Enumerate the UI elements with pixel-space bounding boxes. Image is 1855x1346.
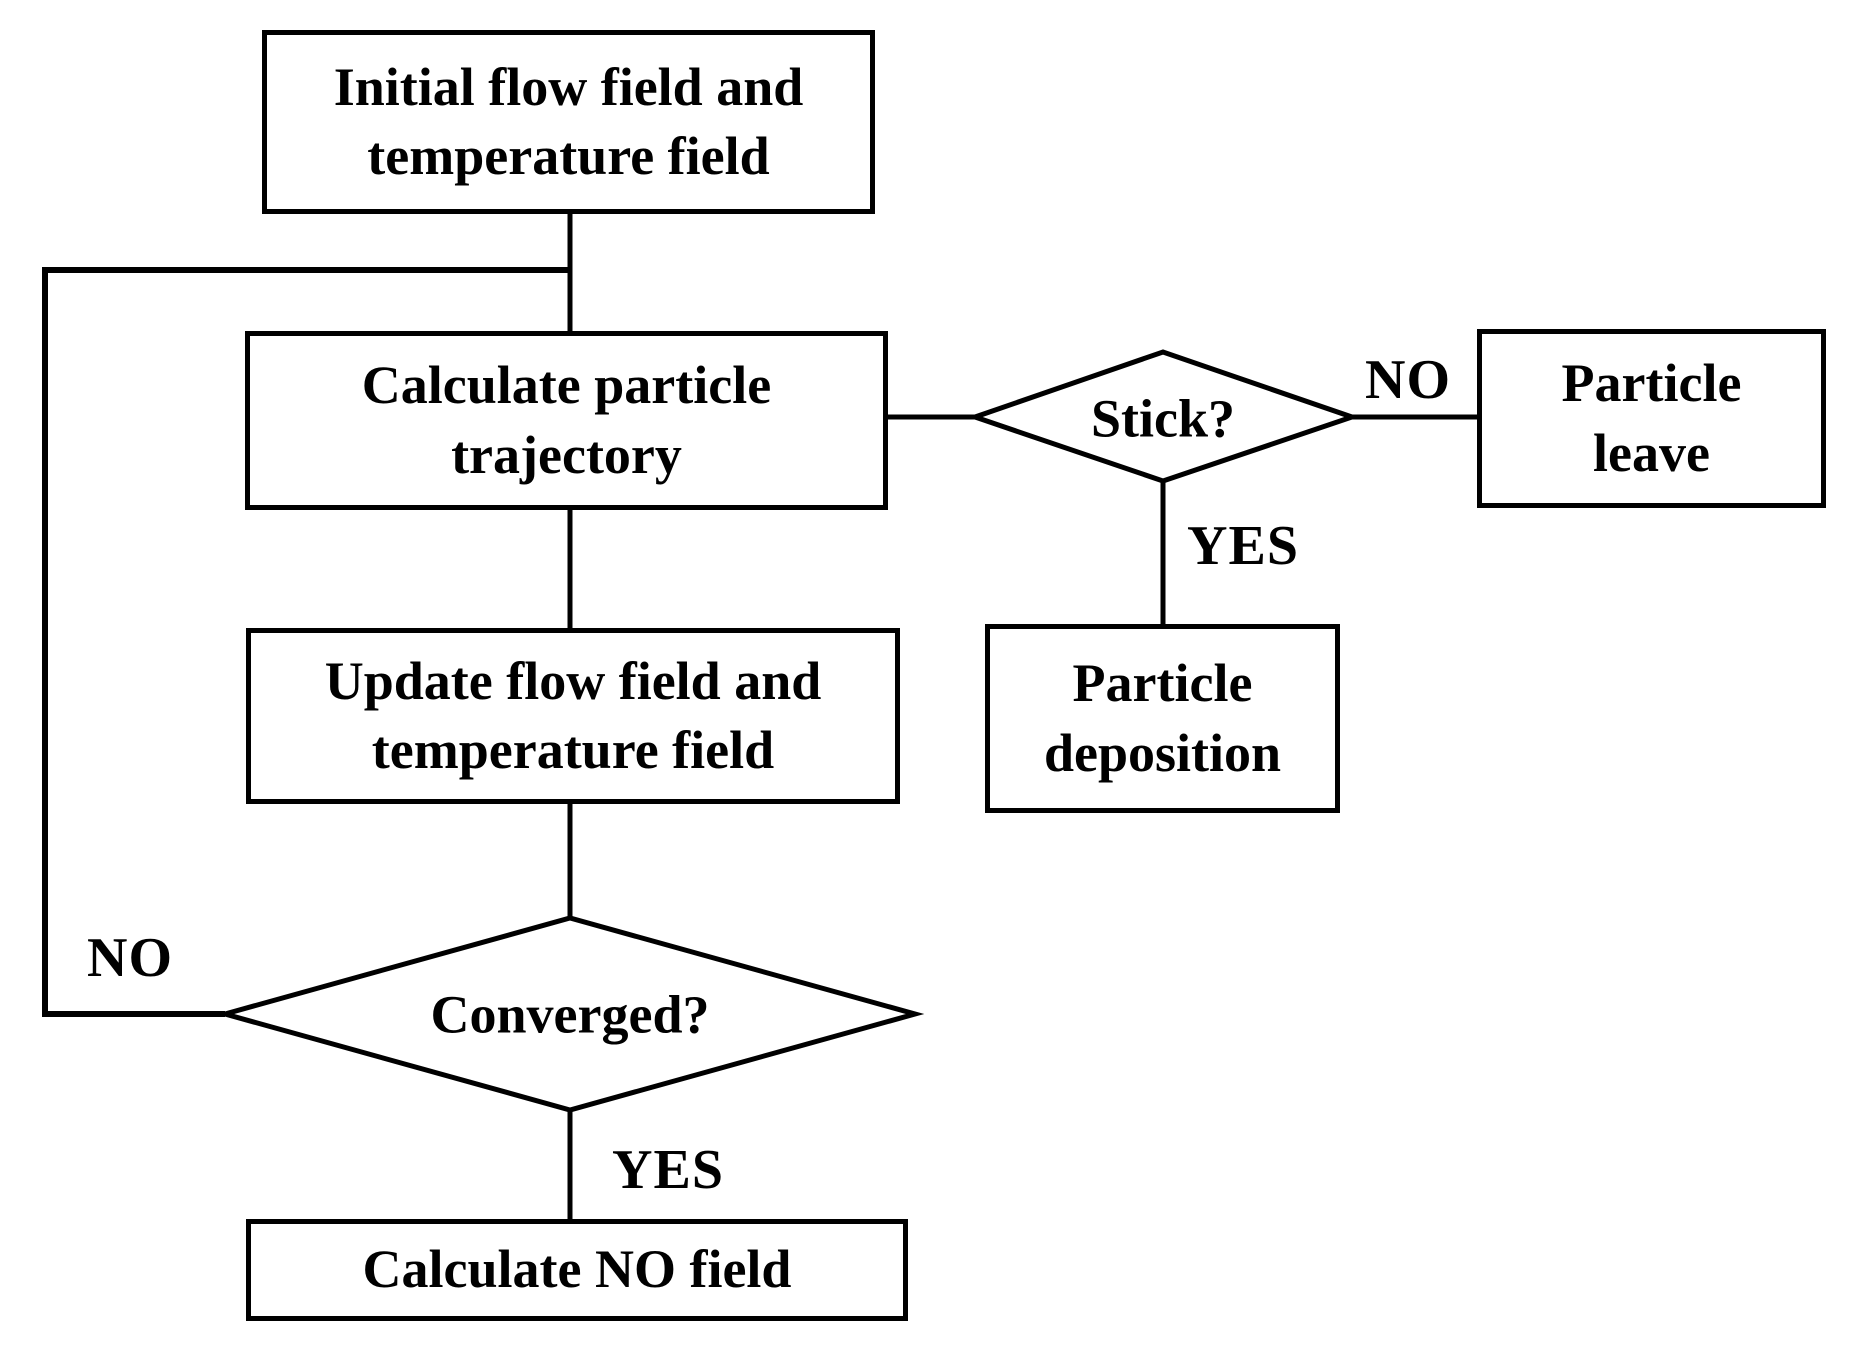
node-particle-leave-label: Particle leave [1561,353,1742,483]
node-calculate-no-field-label: Calculate NO field [362,1239,792,1300]
node-particle-deposition: Particle deposition [985,624,1340,813]
stick-diamond-shape [967,349,1360,484]
node-initial-field: Initial flow field and temperature field [262,30,875,214]
node-initial-field-label: Initial flow field and temperature field [333,56,804,186]
decision-converged-label: Converged? [430,984,710,1045]
node-update-field-label: Update flow field and temperature field [324,650,822,780]
decision-stick-label: Stick? [1090,388,1236,449]
node-calculate-trajectory-label: Calculate particle trajectory [361,355,772,485]
node-update-field: Update flow field and temperature field [246,628,900,804]
edge-label-converged-no: NO [87,927,173,989]
node-calculate-trajectory: Calculate particle trajectory [245,331,888,510]
edge-label-stick-yes: YES [1187,515,1299,577]
node-calculate-no-field: Calculate NO field [246,1219,908,1321]
node-particle-deposition-label: Particle deposition [1043,653,1282,783]
edge-label-stick-no: NO [1365,349,1451,411]
converged-diamond-shape [215,915,925,1113]
connector-converged-no-feedback [42,267,570,1017]
edge-label-converged-yes: YES [612,1139,724,1201]
node-particle-leave: Particle leave [1477,329,1826,508]
